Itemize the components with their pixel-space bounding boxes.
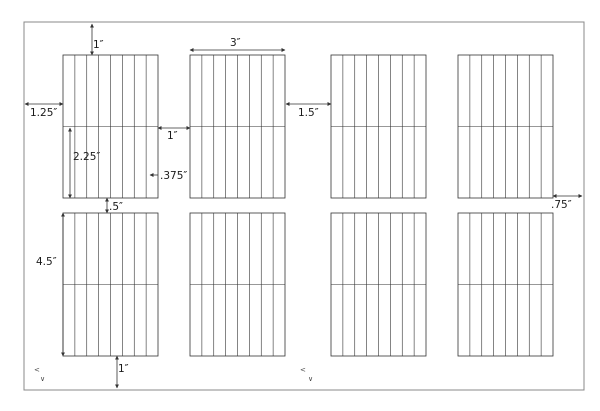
label-gutter-small: 1″ (167, 130, 178, 142)
label-blocks (62, 54, 554, 357)
label-half-height: 2.25″ (73, 151, 100, 163)
label-block (457, 54, 554, 199)
corner-mark-2-bottom: ∨ (308, 375, 313, 383)
sheet-border (23, 21, 585, 391)
label-row-gap: .5″ (109, 201, 123, 213)
corner-mark-1-bottom: ∨ (40, 375, 45, 383)
label-block-height: 4.5″ (36, 256, 57, 268)
dimension-lines (24, 23, 583, 389)
label-block (457, 212, 554, 357)
label-block (330, 54, 427, 199)
label-left-margin: 1.25″ (30, 107, 57, 119)
label-block (189, 212, 286, 357)
label-top-margin: 1″ (93, 39, 104, 51)
corner-mark-1-top: < (34, 366, 40, 374)
label-gutter-large: 1.5″ (298, 107, 319, 119)
corner-mark-2-top: < (300, 366, 306, 374)
label-right-margin: .75″ (551, 199, 572, 211)
label-block (62, 54, 159, 199)
label-block-width: 3″ (230, 37, 241, 49)
label-strip-width: .375″ (160, 170, 187, 182)
label-block (330, 212, 427, 357)
label-block (62, 212, 159, 357)
label-bottom-margin: 1″ (118, 363, 129, 375)
label-block (189, 54, 286, 199)
